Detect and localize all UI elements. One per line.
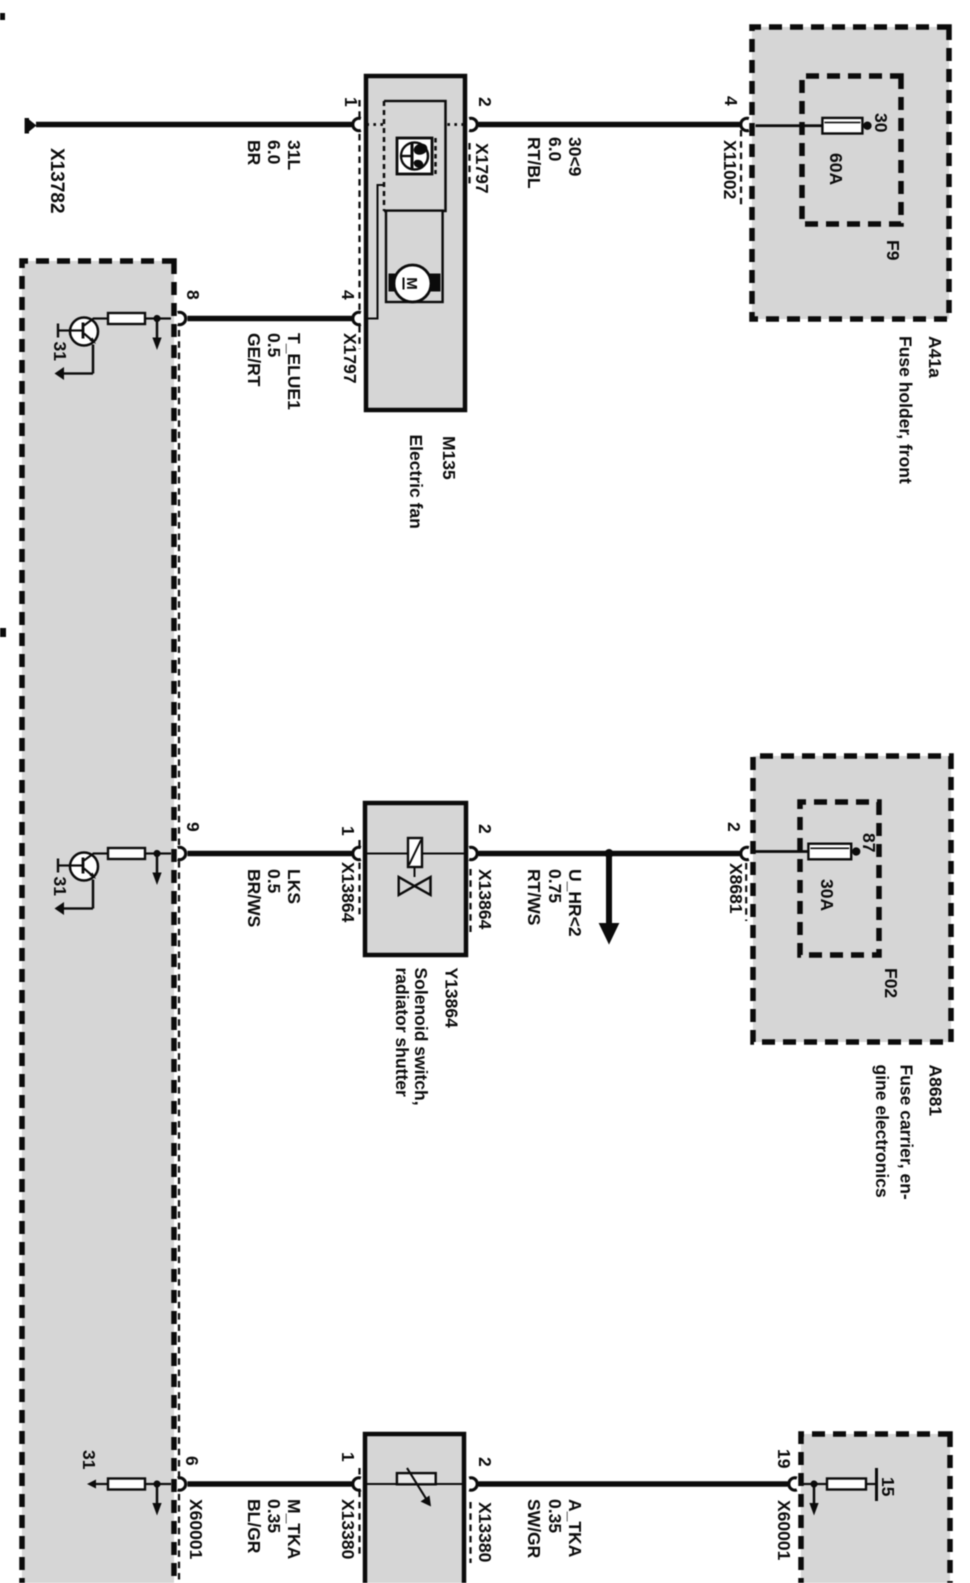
- svg-text:0.35: 0.35: [264, 1499, 284, 1533]
- svg-text:6.0: 6.0: [264, 140, 284, 165]
- svg-text:2: 2: [475, 824, 495, 834]
- svg-text:30: 30: [871, 113, 891, 133]
- svg-text:X8681: X8681: [726, 863, 746, 914]
- svg-text:F02: F02: [881, 968, 901, 998]
- svg-text:15: 15: [878, 1477, 898, 1497]
- svg-text:31L: 31L: [284, 140, 304, 170]
- svg-text:60A: 60A: [826, 153, 846, 185]
- svg-text:0.5: 0.5: [264, 869, 284, 894]
- svg-text:BL/GR: BL/GR: [244, 1499, 264, 1554]
- svg-text:X60001: X60001: [774, 1500, 794, 1561]
- svg-text:1: 1: [338, 826, 358, 836]
- svg-text:GE/RT: GE/RT: [244, 333, 264, 387]
- svg-text:LKS: LKS: [284, 869, 304, 904]
- svg-text:1: 1: [338, 1452, 358, 1462]
- svg-text:X1797: X1797: [472, 143, 492, 194]
- svg-text:Electric fan: Electric fan: [406, 435, 426, 529]
- svg-text:RT/BL: RT/BL: [524, 137, 544, 189]
- svg-text:9: 9: [183, 822, 203, 832]
- svg-text:RT/WS: RT/WS: [524, 869, 544, 925]
- svg-text:0.75: 0.75: [545, 869, 565, 903]
- svg-text:31: 31: [50, 342, 70, 362]
- svg-text:87: 87: [859, 833, 879, 852]
- svg-text:M_TKA: M_TKA: [284, 1499, 304, 1560]
- svg-text:A41a: A41a: [925, 336, 945, 378]
- svg-text:1: 1: [341, 97, 361, 107]
- svg-text:2: 2: [475, 1457, 495, 1467]
- svg-text:4: 4: [338, 290, 358, 300]
- svg-text:30<9: 30<9: [565, 137, 585, 177]
- svg-text:BR: BR: [244, 140, 264, 166]
- svg-text:radiator shutter: radiator shutter: [392, 968, 412, 1098]
- svg-text:30A: 30A: [817, 879, 837, 911]
- svg-text:4: 4: [721, 96, 741, 106]
- svg-text:M135: M135: [439, 436, 459, 480]
- svg-text:6: 6: [182, 1456, 202, 1466]
- svg-text:31: 31: [50, 877, 70, 897]
- svg-text:X11002: X11002: [720, 140, 740, 200]
- svg-text:19: 19: [774, 1449, 794, 1469]
- svg-text:X13380: X13380: [338, 1499, 358, 1560]
- svg-text:BR/WS: BR/WS: [244, 869, 264, 927]
- svg-text:T_ELUE1: T_ELUE1: [284, 333, 304, 410]
- svg-text:X13782: X13782: [46, 148, 67, 214]
- svg-text:2: 2: [724, 822, 744, 832]
- svg-text:SW/GR: SW/GR: [524, 1499, 544, 1559]
- svg-text:2: 2: [475, 97, 495, 107]
- svg-text:A_TKA: A_TKA: [565, 1499, 585, 1558]
- svg-text:A8681: A8681: [926, 1065, 946, 1117]
- svg-text:Fuse carrier, en-: Fuse carrier, en-: [897, 1065, 917, 1200]
- svg-text:6.0: 6.0: [545, 137, 565, 162]
- svg-text:0.35: 0.35: [545, 1499, 565, 1533]
- svg-text:X1797: X1797: [340, 333, 360, 384]
- svg-text:Solenoid switch,: Solenoid switch,: [411, 968, 431, 1106]
- svg-text:X60001: X60001: [186, 1499, 206, 1560]
- svg-text:0.5: 0.5: [264, 333, 284, 358]
- svg-text:X13864: X13864: [475, 869, 495, 930]
- svg-text:X13380: X13380: [475, 1502, 495, 1563]
- svg-text:M: M: [403, 277, 420, 290]
- svg-text:8: 8: [183, 290, 203, 300]
- svg-text:U_HR<2: U_HR<2: [565, 869, 585, 937]
- svg-text:31: 31: [79, 1450, 99, 1470]
- svg-text:Y13864: Y13864: [442, 968, 462, 1029]
- svg-text:Fuse holder, front: Fuse holder, front: [896, 336, 916, 484]
- svg-text:F9: F9: [883, 240, 903, 261]
- svg-text:X13864: X13864: [338, 862, 358, 923]
- svg-text:gine electronics: gine electronics: [872, 1065, 892, 1199]
